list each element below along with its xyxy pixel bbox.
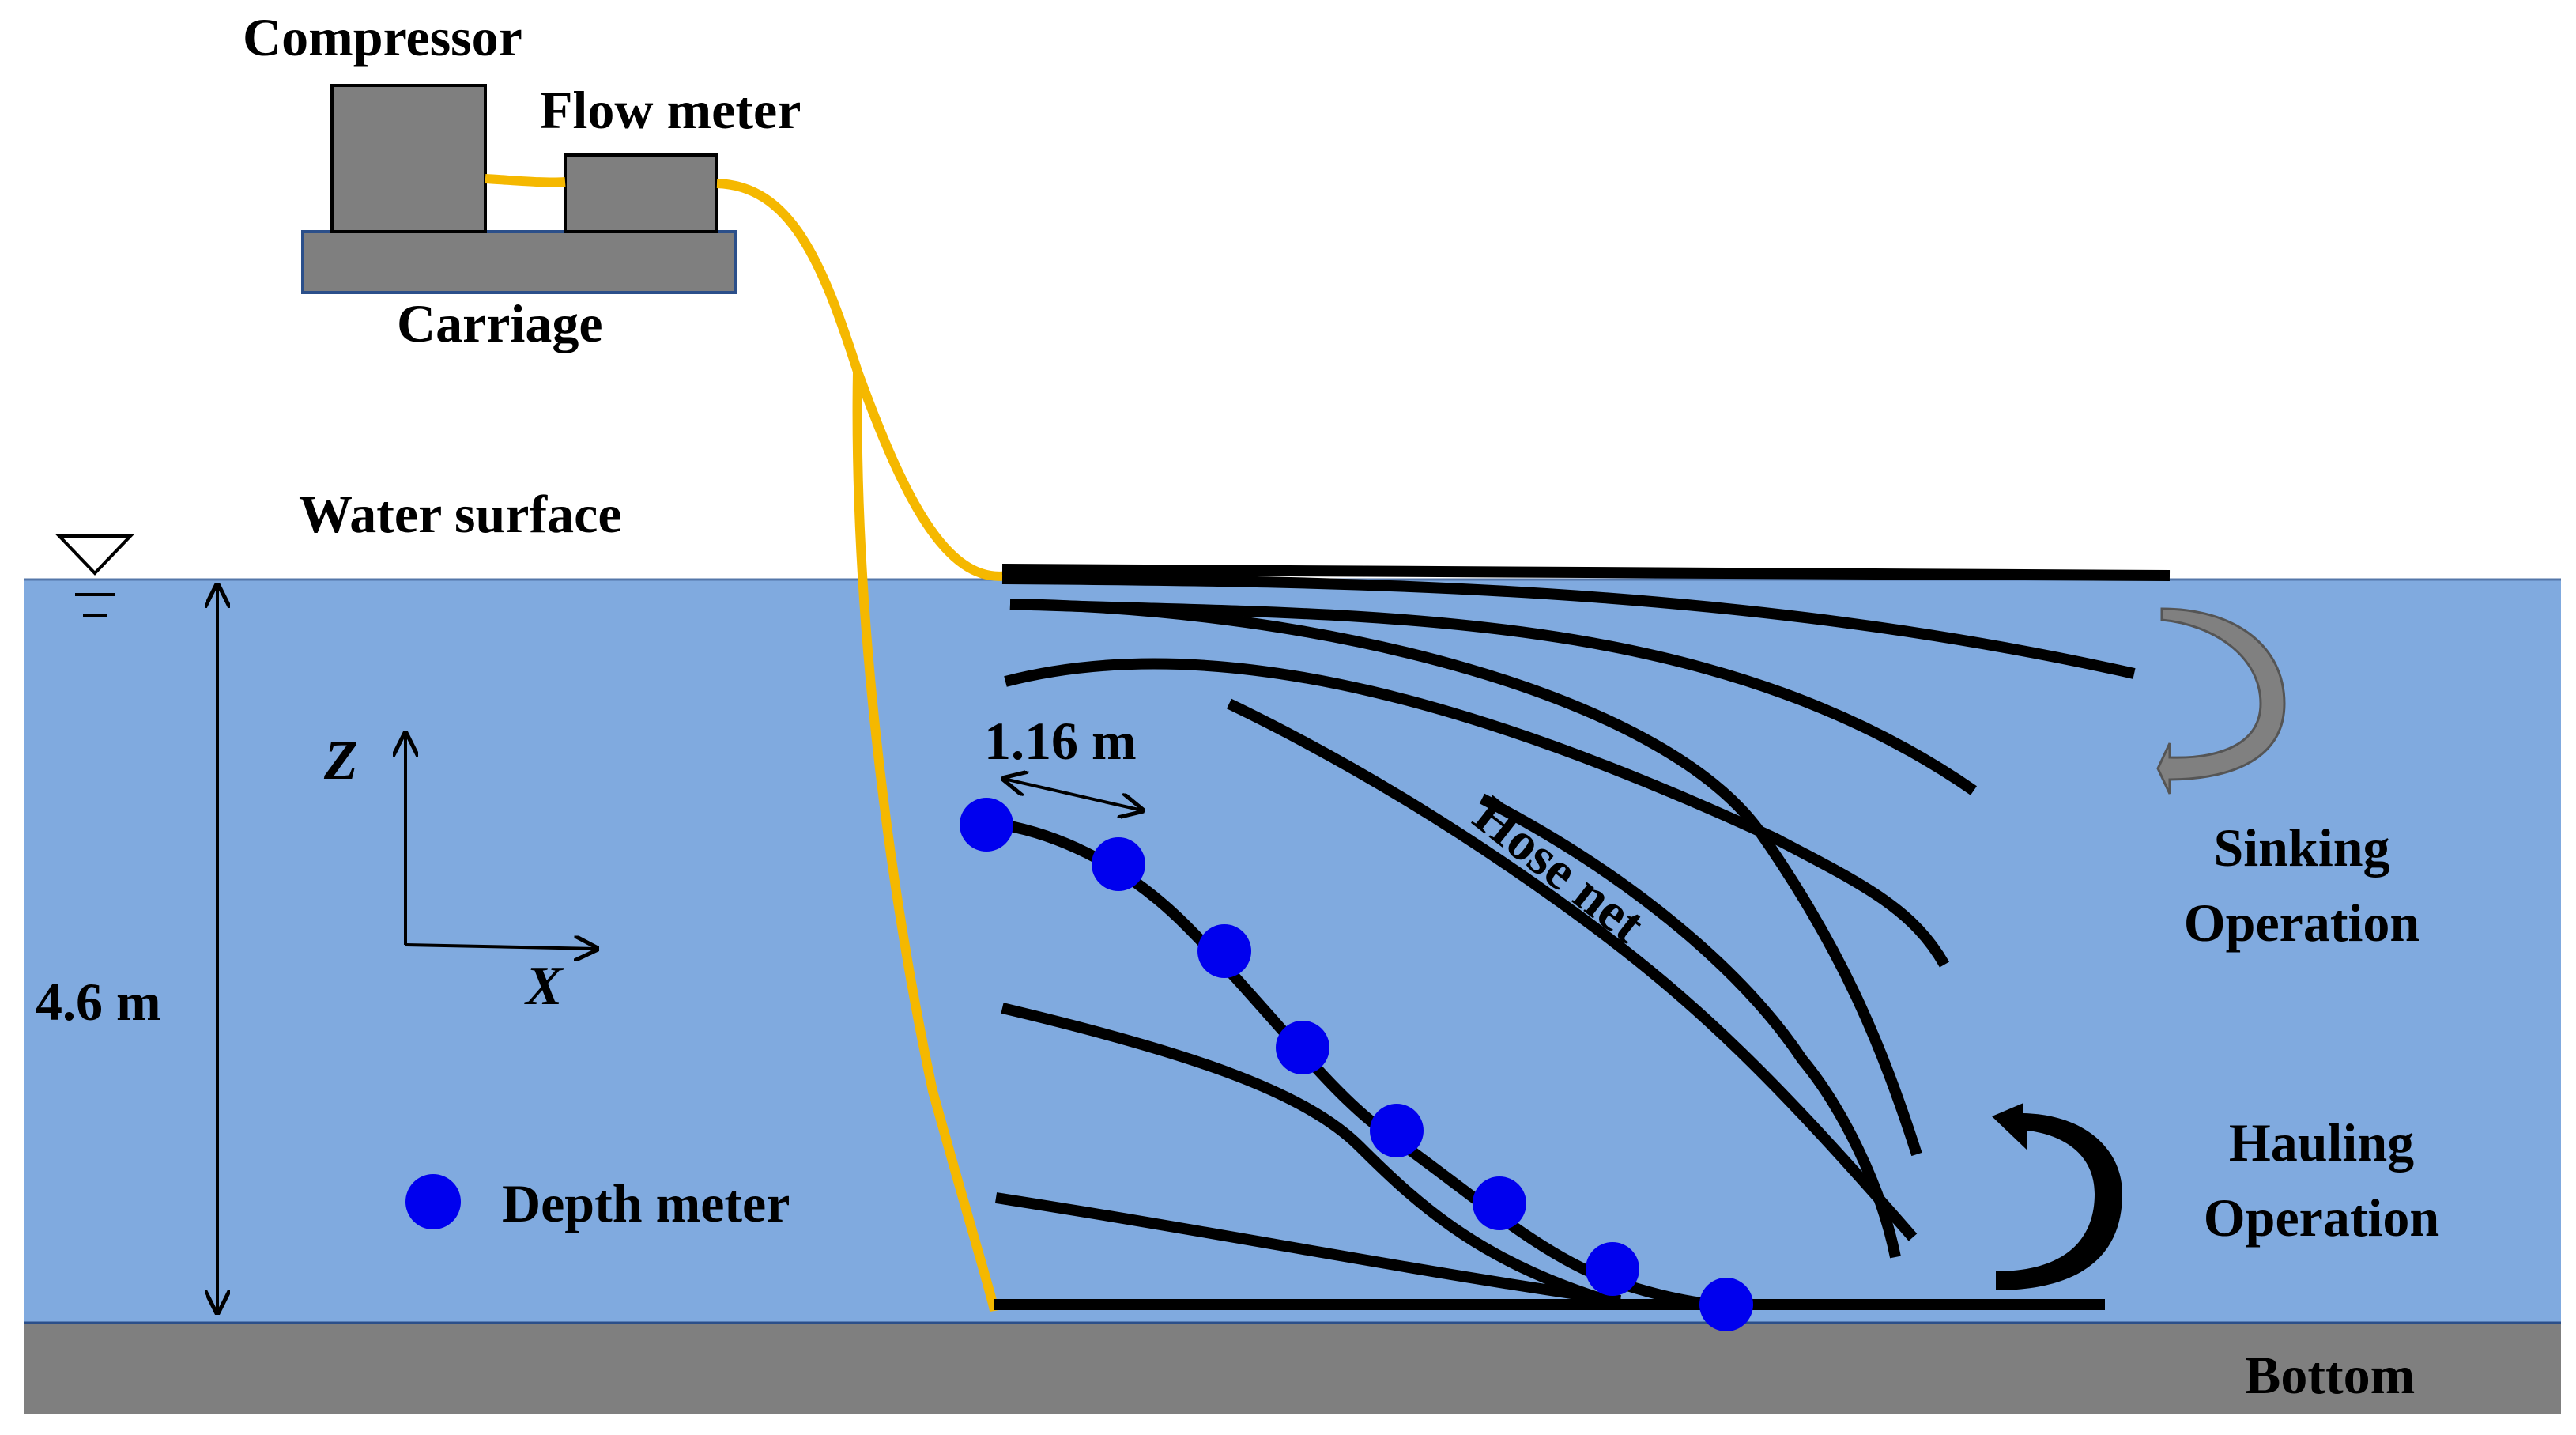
compressor-label: Compressor (243, 7, 522, 67)
flow-meter-label: Flow meter (540, 80, 801, 140)
compressor-to-flowmeter-hose (485, 174, 566, 187)
carriage-label: Carriage (397, 293, 603, 353)
net-profile-surface (1001, 564, 2171, 581)
carriage-platform (301, 230, 737, 294)
depth-meter-6 (1473, 1176, 1526, 1230)
depth-meter-7 (1586, 1242, 1639, 1296)
flow-meter-box (564, 153, 718, 233)
supply-hose-to-net-bottom (852, 371, 999, 1312)
hauling-operation-label-line1: Hauling (2229, 1112, 2414, 1173)
depth-meter-5 (1370, 1104, 1424, 1157)
water-surface-label: Water surface (299, 484, 622, 544)
sinking-operation-label-line2: Operation (2184, 893, 2419, 953)
curved-arrow-down-icon (2156, 607, 2286, 795)
net-profile-5 (1226, 698, 1918, 1241)
depth-meter-2 (1092, 837, 1145, 891)
curved-arrow-up-icon (1992, 1103, 2122, 1290)
spacing-label: 1.16 m (984, 711, 1137, 771)
net-profile-3 (1004, 658, 1950, 968)
net-profile-1 (1001, 573, 2136, 679)
sinking-operation-label-line1: Sinking (2213, 818, 2389, 878)
net-profile-7 (1001, 1003, 1622, 1310)
depth-meter-8 (1699, 1278, 1753, 1331)
net-profile-8 (994, 1192, 1621, 1306)
depth-meters (960, 798, 1753, 1331)
depth-meter-3 (1197, 924, 1251, 978)
net-profile-6 (1479, 793, 1901, 1259)
water-level-triangle-icon (55, 534, 134, 617)
axis-x-label: X (524, 956, 564, 1017)
legend-depth-meter-label: Depth meter (502, 1173, 790, 1233)
water-body (24, 580, 2561, 1323)
depth-label: 4.6 m (36, 972, 161, 1032)
axis-x-arrow (405, 945, 597, 949)
bottom-label: Bottom (2245, 1345, 2415, 1405)
net-profile-4 (1009, 599, 1922, 1157)
depth-meter-1 (960, 798, 1013, 852)
spacing-arrow (1004, 779, 1142, 810)
compressor-box (330, 84, 487, 233)
hauling-operation-label-line2: Operation (2204, 1188, 2439, 1248)
depth-meter-4 (1276, 1021, 1329, 1074)
legend-depth-meter-marker (405, 1174, 461, 1229)
seabed (24, 1323, 2561, 1414)
axis-z-label: Z (323, 731, 358, 791)
